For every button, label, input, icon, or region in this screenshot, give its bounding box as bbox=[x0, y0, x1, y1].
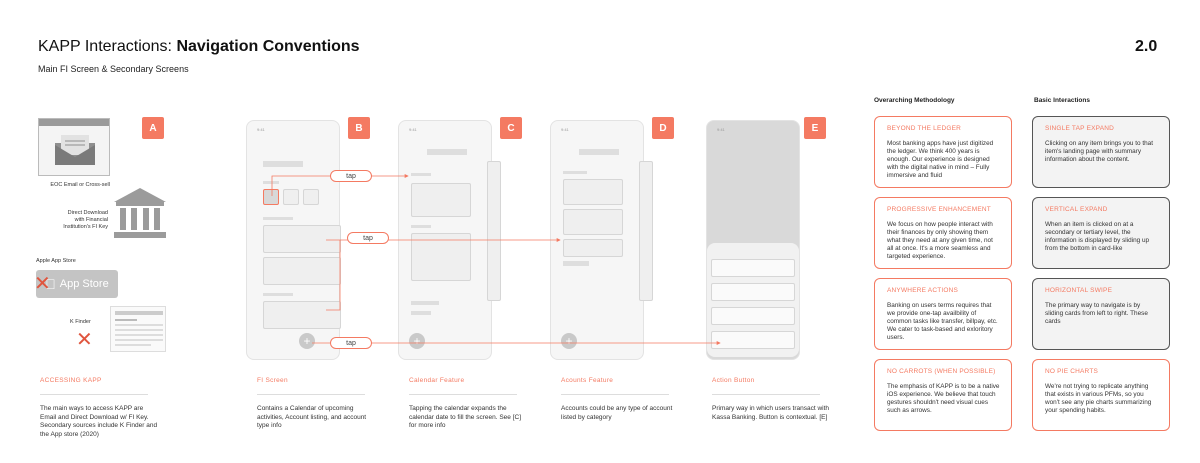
app-store-button:  App Store bbox=[36, 270, 118, 298]
tap-label: tap bbox=[347, 232, 389, 244]
badge-a: A bbox=[142, 117, 164, 139]
caption-divider bbox=[409, 394, 517, 395]
card-title: NO CARROTS (WHEN POSSIBLE) bbox=[887, 368, 996, 375]
card-text: We're not trying to replicate anything t… bbox=[1045, 383, 1152, 414]
version-number: 2.0 bbox=[1135, 38, 1158, 55]
x-mark-icon: ✕ bbox=[34, 273, 51, 295]
methodology-card: BEYOND THE LEDGER Most banking apps have… bbox=[874, 116, 1012, 188]
caption-text: Tapping the calendar expands the calenda… bbox=[409, 405, 522, 429]
card-text: The primary way to navigate is by slidin… bbox=[1045, 302, 1148, 325]
account-card[interactable] bbox=[263, 257, 341, 285]
direct-label-line1: Direct Download bbox=[67, 210, 108, 216]
title-prefix: KAPP Interactions: bbox=[38, 38, 177, 55]
phone-time: 9:41 bbox=[257, 127, 265, 132]
basic-card: NO PIE CHARTS We're not trying to replic… bbox=[1032, 359, 1170, 431]
basic-card: SINGLE TAP EXPAND Clicking on any item b… bbox=[1032, 116, 1170, 188]
page-subtitle: Main FI Screen & Secondary Screens bbox=[38, 64, 189, 74]
phone-time: 9:41 bbox=[717, 127, 725, 132]
card-title: ANYWHERE ACTIONS bbox=[887, 287, 959, 294]
phone-fi-screen: 9:41 + bbox=[246, 120, 341, 360]
caption-divider bbox=[40, 394, 148, 395]
apple-logo-icon:  bbox=[45, 276, 56, 292]
card-title: PROGRESSIVE ENHANCEMENT bbox=[887, 206, 991, 213]
app-store-button-label: App Store bbox=[54, 278, 109, 290]
caption-accounts: Acounts Feature Accounts could be any ty… bbox=[561, 377, 679, 422]
card-title: SINGLE TAP EXPAND bbox=[1045, 125, 1115, 132]
caption-fi-screen: FI Screen Contains a Calendar of upcomin… bbox=[257, 377, 375, 431]
caption-title: Action Button bbox=[712, 377, 755, 384]
action-option[interactable] bbox=[711, 283, 795, 301]
badge-d: D bbox=[652, 117, 674, 139]
phone-accounts: 9:41 + bbox=[550, 120, 653, 360]
phone-action-button: 9:41 bbox=[706, 120, 800, 360]
caption-title: Acounts Feature bbox=[561, 377, 614, 384]
bank-icon bbox=[114, 188, 166, 238]
caption-divider bbox=[257, 394, 365, 395]
card-text: We focus on how people interact with the… bbox=[887, 221, 993, 260]
phone-time: 9:41 bbox=[561, 127, 569, 132]
card-title: BEYOND THE LEDGER bbox=[887, 125, 962, 132]
direct-download-label: Direct Download with Financial Instituti… bbox=[30, 210, 108, 231]
caption-divider bbox=[712, 394, 820, 395]
card-text: Clicking on any item brings you to that … bbox=[1045, 140, 1153, 163]
basic-heading: Basic Interactions bbox=[1034, 97, 1090, 104]
methodology-card: PROGRESSIVE ENHANCEMENT We focus on how … bbox=[874, 197, 1012, 269]
action-option[interactable] bbox=[711, 331, 795, 349]
caption-title: Calendar Feature bbox=[409, 377, 465, 384]
kfinder-screenshot bbox=[110, 306, 166, 352]
basic-card: HORIZONTAL SWIPE The primary way to navi… bbox=[1032, 278, 1170, 350]
card-text: Banking on users terms requires that we … bbox=[887, 302, 998, 341]
action-option[interactable] bbox=[711, 307, 795, 325]
caption-text: Primary way in which users transact with… bbox=[712, 405, 830, 421]
tap-label: tap bbox=[330, 337, 372, 349]
card-title: HORIZONTAL SWIPE bbox=[1045, 287, 1113, 294]
x-mark-icon: ✕ bbox=[76, 329, 93, 351]
action-plus-button[interactable]: + bbox=[561, 333, 577, 349]
basic-card: VERTICAL EXPAND When an item is clicked … bbox=[1032, 197, 1170, 269]
badge-e: E bbox=[804, 117, 826, 139]
card-title: NO PIE CHARTS bbox=[1045, 368, 1099, 375]
badge-c: C bbox=[500, 117, 522, 139]
card-text: Most banking apps have just digitized th… bbox=[887, 140, 994, 179]
caption-calendar: Calendar Feature Tapping the calendar ex… bbox=[409, 377, 527, 431]
page-title: KAPP Interactions: Navigation Convention… bbox=[38, 38, 360, 56]
caption-title: ACCESSING KAPP bbox=[40, 377, 102, 384]
caption-divider bbox=[561, 394, 669, 395]
badge-b: B bbox=[348, 117, 370, 139]
action-plus-button[interactable]: + bbox=[299, 333, 315, 349]
direct-label-line2: with Financial bbox=[74, 217, 108, 223]
phone-time: 9:41 bbox=[409, 127, 417, 132]
caption-text: Accounts could be any type of account li… bbox=[561, 405, 673, 421]
direct-label-line3: Institution's FI Key bbox=[63, 224, 108, 230]
apple-store-label: Apple App Store bbox=[36, 258, 76, 264]
caption-text: Contains a Calendar of upcoming activiti… bbox=[257, 405, 367, 429]
eoc-label: EOC Email or Cross-sell bbox=[50, 182, 110, 188]
kfinder-label: K Finder bbox=[70, 319, 91, 325]
card-title: VERTICAL EXPAND bbox=[1045, 206, 1108, 213]
caption-text: The main ways to access KAPP are Email a… bbox=[40, 405, 158, 438]
email-illustration bbox=[38, 118, 110, 176]
account-card[interactable] bbox=[263, 225, 341, 253]
calendar-tile[interactable] bbox=[263, 189, 279, 205]
methodology-card: ANYWHERE ACTIONS Banking on users terms … bbox=[874, 278, 1012, 350]
card-text: When an item is clicked on at a secondar… bbox=[1045, 221, 1150, 252]
envelope-icon bbox=[55, 135, 95, 165]
title-bold: Navigation Conventions bbox=[176, 38, 360, 55]
card-text: The emphasis of KAPP is to be a native i… bbox=[887, 383, 1000, 414]
methodology-card: NO CARROTS (WHEN POSSIBLE) The emphasis … bbox=[874, 359, 1012, 431]
action-plus-button[interactable]: + bbox=[409, 333, 425, 349]
account-card[interactable] bbox=[263, 301, 341, 329]
caption-accessing: ACCESSING KAPP The main ways to access K… bbox=[40, 377, 158, 439]
action-option[interactable] bbox=[711, 259, 795, 277]
tap-label: tap bbox=[330, 170, 372, 182]
caption-action-button: Action Button Primary way in which users… bbox=[712, 377, 830, 422]
caption-title: FI Screen bbox=[257, 377, 288, 384]
methodology-heading: Overarching Methodology bbox=[874, 97, 955, 104]
